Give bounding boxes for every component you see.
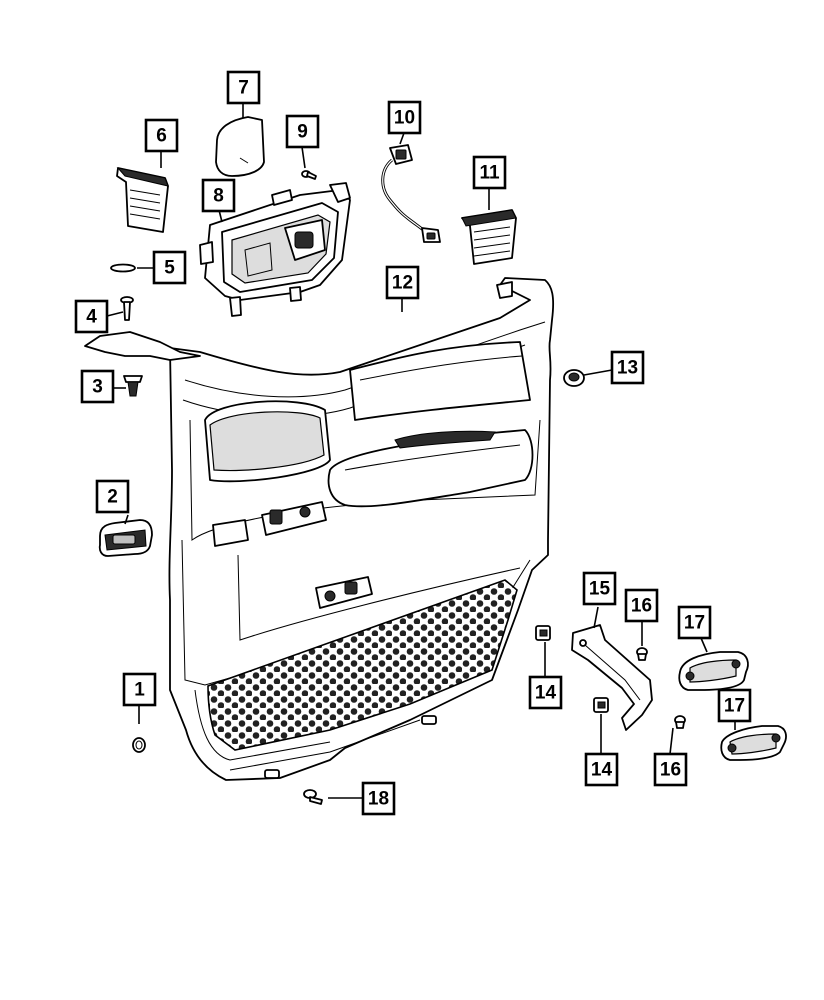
callout-1-label: 1 — [134, 680, 145, 701]
callout-15-label: 15 — [589, 579, 611, 600]
part-16-screw-lower — [675, 716, 685, 728]
part-6-grille — [117, 168, 168, 232]
part-3-retainer — [124, 376, 142, 396]
leader-16b — [669, 727, 674, 755]
part-4-screw — [121, 297, 133, 320]
part-17-handle-upper — [679, 652, 748, 690]
part-7-cover — [216, 117, 264, 176]
leader-13 — [583, 369, 613, 376]
part-2-switch-bezel — [100, 520, 152, 556]
callout-11: 11 — [472, 155, 507, 190]
callout-17a-label: 17 — [684, 613, 705, 634]
callout-14a-label: 14 — [535, 683, 557, 704]
callout-10-label: 10 — [394, 108, 415, 129]
callout-1: 1 — [122, 672, 157, 707]
callout-12: 12 — [385, 265, 420, 300]
callout-18-label: 18 — [368, 789, 389, 810]
callout-14b-label: 14 — [591, 760, 613, 781]
callout-14b: 14 — [584, 752, 619, 787]
leader-lines — [106, 104, 736, 799]
part-13-retainer — [564, 370, 584, 386]
part-18-screw — [304, 790, 322, 804]
part-15-bracket — [572, 625, 652, 730]
leader-2 — [124, 514, 129, 525]
leader-4 — [106, 311, 124, 317]
callout-8: 8 — [201, 178, 236, 213]
callout-5-label: 5 — [164, 258, 175, 279]
leader-17a — [700, 637, 708, 653]
part-16-screw-upper — [637, 648, 647, 660]
callout-6: 6 — [144, 118, 179, 153]
part-5-clip — [111, 265, 135, 272]
callout-2-label: 2 — [107, 487, 118, 508]
leader-15 — [593, 606, 599, 629]
callout-16b-label: 16 — [660, 760, 681, 781]
callout-3-label: 3 — [92, 377, 103, 398]
leader-9 — [301, 146, 306, 169]
part-11-vent — [462, 210, 516, 264]
callout-13-label: 13 — [617, 358, 638, 379]
part-1-plug — [133, 738, 145, 752]
callout-12-label: 12 — [392, 273, 413, 294]
part-8-handle-bezel — [200, 183, 350, 316]
callout-15: 15 — [582, 571, 617, 606]
leader-10 — [399, 132, 405, 145]
callout-6-label: 6 — [156, 126, 167, 147]
callout-16a: 16 — [624, 588, 659, 623]
callout-18: 18 — [361, 781, 396, 816]
callout-4: 4 — [74, 299, 109, 334]
callout-9-label: 9 — [297, 122, 308, 143]
callout-17b-label: 17 — [724, 696, 745, 717]
part-14-clip-upper — [536, 626, 550, 640]
callout-13: 13 — [610, 350, 645, 385]
part-17-handle-lower — [721, 726, 786, 760]
callout-17a: 17 — [677, 605, 712, 640]
part-10-wire-harness — [383, 145, 440, 242]
callout-14a: 14 — [528, 675, 563, 710]
part-9-screw — [302, 171, 316, 179]
callout-4-label: 4 — [86, 307, 97, 328]
callout-17b: 17 — [717, 688, 752, 723]
callout-5: 5 — [152, 250, 187, 285]
callout-16b: 16 — [653, 752, 688, 787]
callout-3: 3 — [80, 369, 115, 404]
door-trim-panel — [85, 278, 553, 780]
callout-11-label: 11 — [479, 163, 500, 184]
callout-16a-label: 16 — [631, 596, 652, 617]
callout-9: 9 — [285, 114, 320, 149]
callout-7-label: 7 — [238, 78, 249, 99]
callout-2: 2 — [95, 479, 130, 514]
part-14-clip-lower — [594, 698, 608, 712]
callout-10: 10 — [387, 100, 422, 135]
callout-8-label: 8 — [213, 186, 224, 207]
callout-7: 7 — [226, 70, 261, 105]
